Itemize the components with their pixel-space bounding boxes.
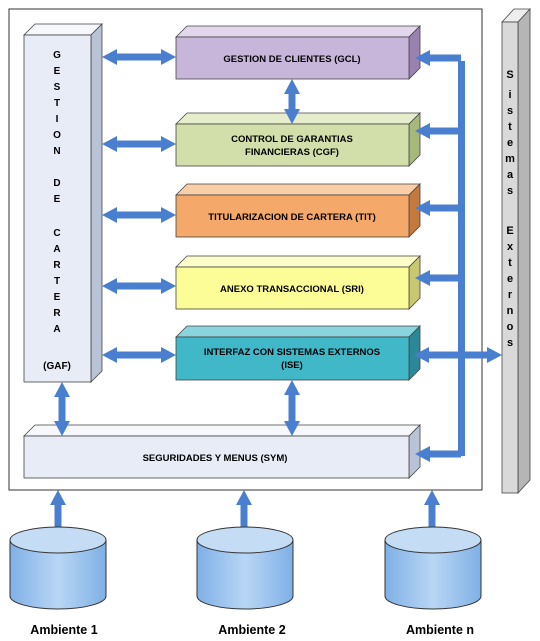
external-letter: e xyxy=(507,273,513,285)
gaf-letter: A xyxy=(53,244,60,255)
gaf-letter: S xyxy=(54,82,61,93)
ise-label-line1: INTERFAZ CON SISTEMAS EXTERNOS xyxy=(204,347,380,358)
ise-sym-arrow xyxy=(284,380,300,436)
environment-label-n: Ambiente n xyxy=(406,623,474,637)
gaf-letter: C xyxy=(53,228,60,239)
gaf-letter: I xyxy=(56,114,59,125)
external-letter: m xyxy=(505,153,515,165)
module-tit: TITULARIZACION DE CARTERA (TIT) xyxy=(175,183,421,238)
gcl-cgf-arrow xyxy=(284,79,300,124)
module-sri: ANEXO TRANSACCIONAL (SRI) xyxy=(175,255,421,310)
external-letter: s xyxy=(507,185,513,197)
env2-arrow xyxy=(236,490,252,556)
connector-arrows xyxy=(50,49,502,556)
external-letter: n xyxy=(507,305,514,317)
external-letter: e xyxy=(507,137,513,149)
gaf-tit-arrow xyxy=(102,207,176,223)
gaf-letter: T xyxy=(54,98,60,109)
gaf-letter: R xyxy=(53,260,61,271)
gaf-letter: A xyxy=(53,324,60,335)
gaf-letter: N xyxy=(53,146,60,157)
gaf-box xyxy=(23,23,103,383)
gaf-letter: G xyxy=(53,50,61,61)
env1-arrow xyxy=(50,490,66,556)
external-letter: S xyxy=(506,69,513,81)
gaf-sym-arrow xyxy=(54,382,70,436)
module-sym: SEGURIDADES Y MENUS (SYM) xyxy=(23,424,421,479)
bus-branch xyxy=(430,450,461,458)
bus-branch-head xyxy=(415,200,430,216)
external-letter: x xyxy=(507,241,514,253)
gaf-letter: E xyxy=(54,292,61,303)
bus-branch-head xyxy=(415,123,430,139)
external-letter: t xyxy=(508,257,512,269)
cylinder-env-n xyxy=(384,526,482,610)
external-bus xyxy=(458,61,465,456)
external-letter: t xyxy=(508,121,512,133)
cgf-label-line1: CONTROL DE GARANTIAS xyxy=(231,134,353,145)
sri-label: ANEXO TRANSACCIONAL (SRI) xyxy=(220,284,364,295)
bus-branch-head xyxy=(415,50,430,66)
gcl-label: GESTION DE CLIENTES (GCL) xyxy=(223,54,360,65)
module-ise: INTERFAZ CON SISTEMAS EXTERNOS (ISE) xyxy=(175,325,421,381)
external-letter: a xyxy=(507,169,514,181)
bus-branch-head xyxy=(415,270,430,286)
bus-branch xyxy=(430,204,461,212)
gaf-letter: O xyxy=(53,130,61,141)
cgf-label-line2: FINANCIERAS (CGF) xyxy=(245,147,339,158)
external-letter: i xyxy=(508,89,511,101)
module-gcl: GESTION DE CLIENTES (GCL) xyxy=(175,25,421,80)
sym-label: SEGURIDADES Y MENUS (SYM) xyxy=(143,453,288,464)
external-letter: E xyxy=(506,225,513,237)
gaf-ise-arrow xyxy=(102,347,176,363)
external-letter: r xyxy=(508,289,513,301)
gaf-letter: E xyxy=(54,194,61,205)
external-letter: o xyxy=(507,321,514,333)
envn-arrow xyxy=(424,490,440,556)
ise-external-arrow xyxy=(414,347,502,363)
gaf-letter: T xyxy=(54,276,60,287)
bus-branch-head xyxy=(415,446,430,462)
bus-branch xyxy=(430,127,461,135)
gaf-letter: E xyxy=(54,66,61,77)
bus-branch xyxy=(430,54,461,62)
external-systems-box xyxy=(501,7,531,495)
gaf-letter: R xyxy=(53,308,61,319)
gaf-cgf-arrow xyxy=(102,136,176,152)
environment-databases xyxy=(9,526,482,610)
gaf-letter: (GAF) xyxy=(43,361,71,372)
external-letter: s xyxy=(507,105,513,117)
environment-label-1: Ambiente 1 xyxy=(30,623,97,637)
gaf-letter: D xyxy=(53,178,60,189)
bus-branch xyxy=(430,274,461,282)
cylinder-env-1 xyxy=(9,526,107,610)
gaf-gcl-arrow xyxy=(102,49,176,65)
ise-label-line2: (ISE) xyxy=(281,360,303,371)
external-letter: s xyxy=(507,337,513,349)
tit-label: TITULARIZACION DE CARTERA (TIT) xyxy=(208,212,375,223)
environment-label-2: Ambiente 2 xyxy=(218,623,285,637)
cylinder-env-2 xyxy=(196,526,294,610)
gaf-sri-arrow xyxy=(102,278,176,294)
module-cgf: CONTROL DE GARANTIAS FINANCIERAS (CGF) xyxy=(175,112,421,167)
